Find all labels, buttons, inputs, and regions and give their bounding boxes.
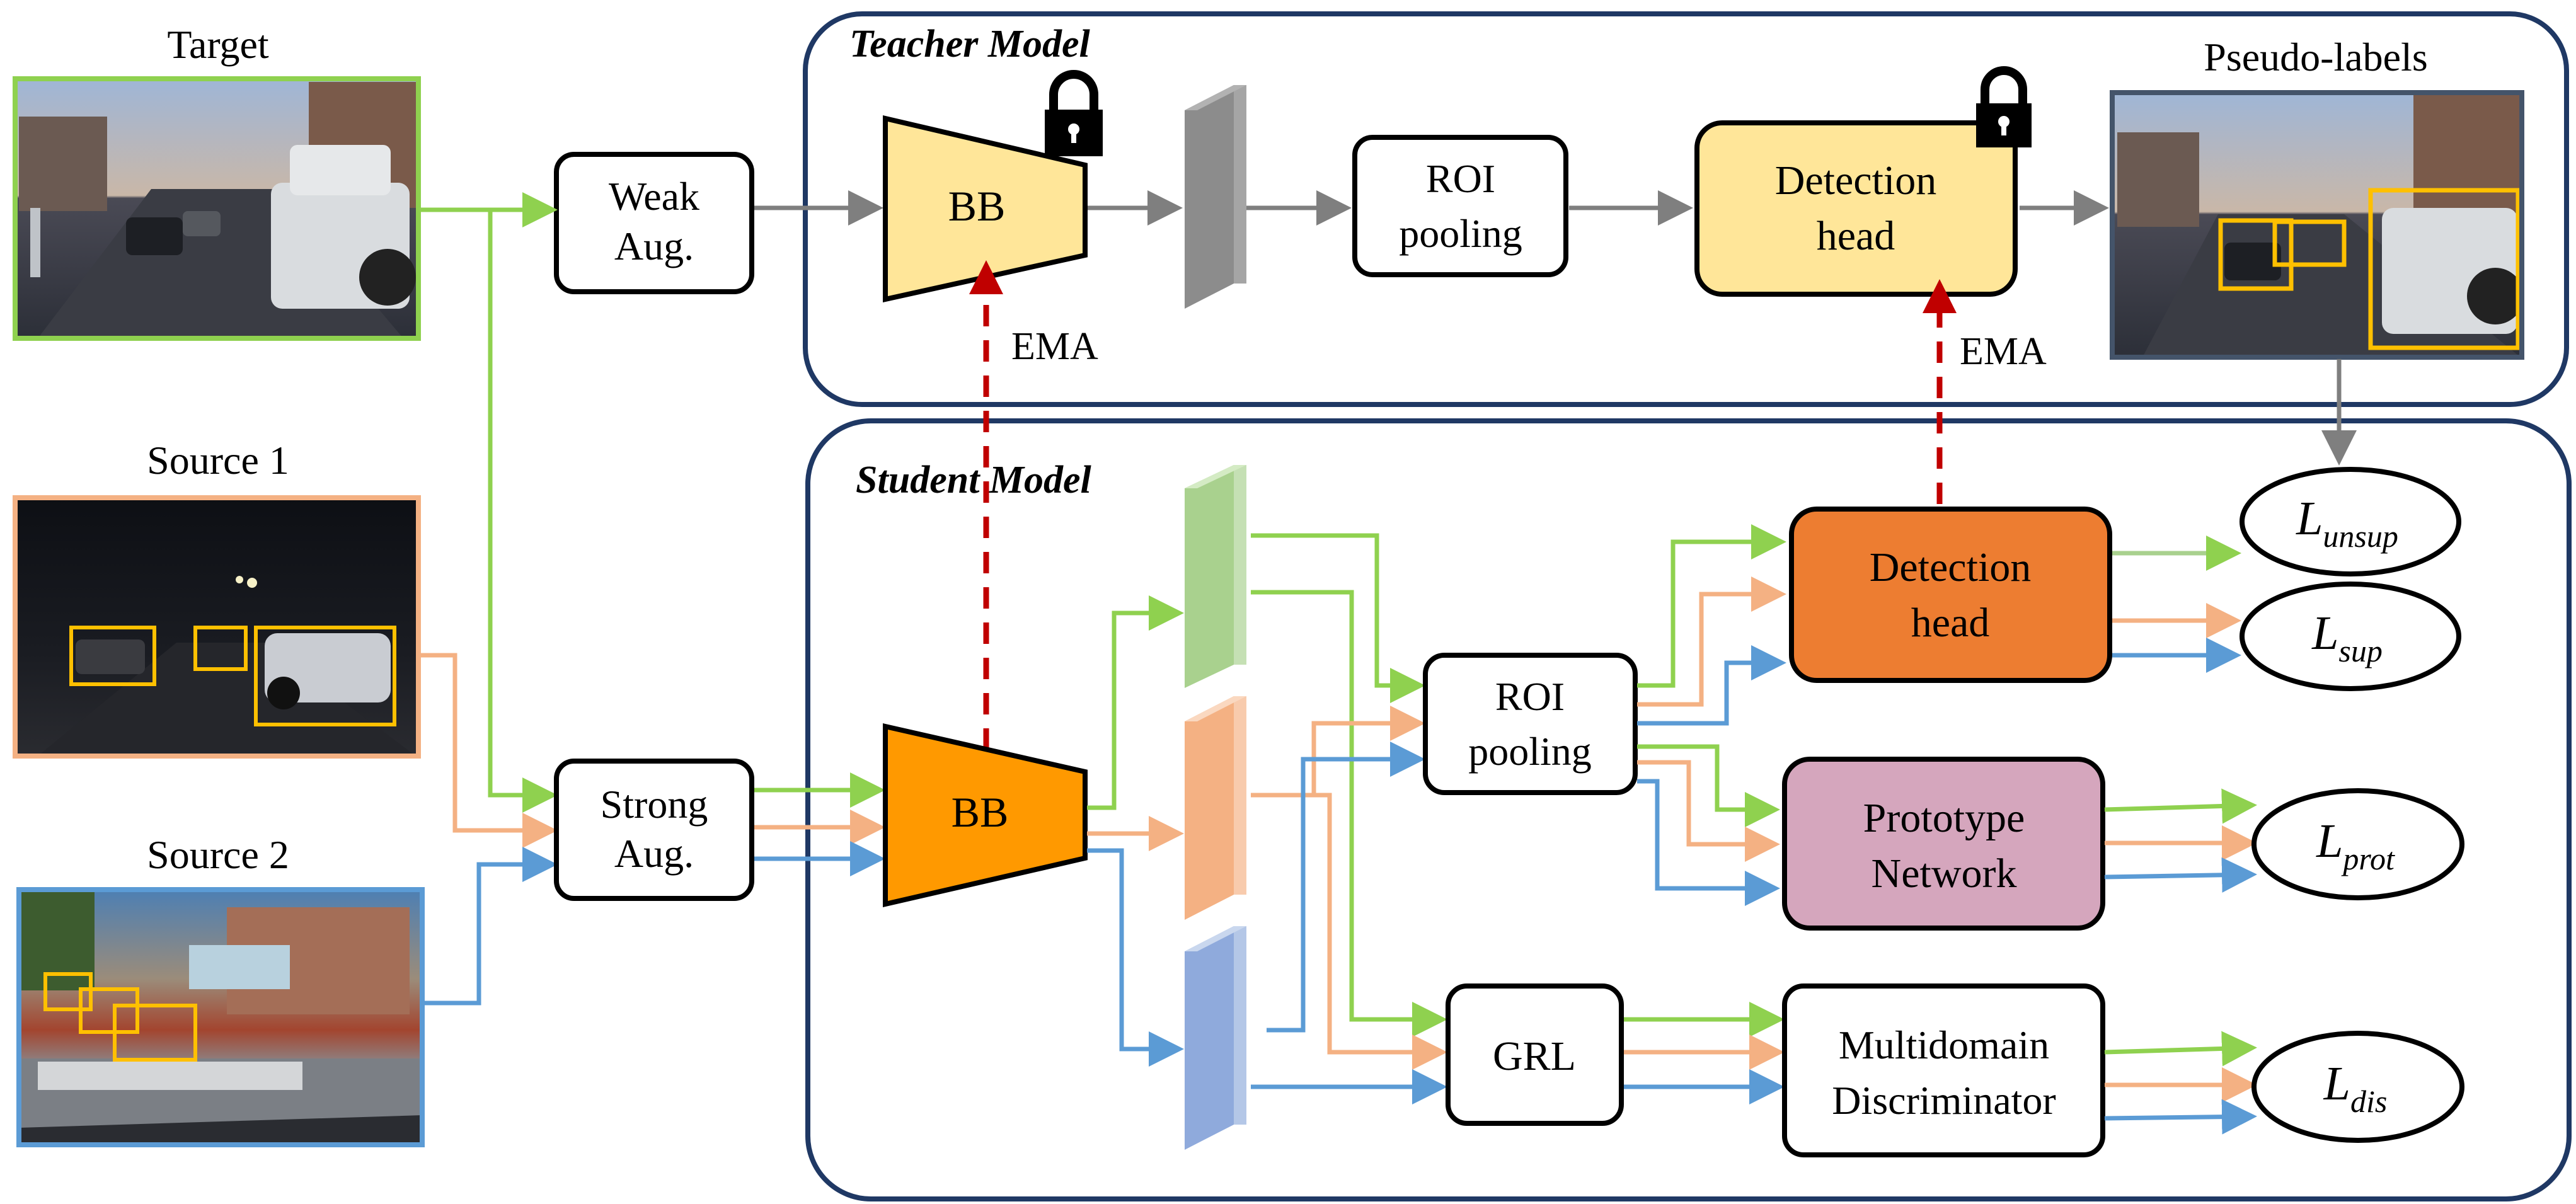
prototype-network-line2: Network: [1872, 851, 2017, 897]
lock-icon: [1045, 70, 1103, 156]
loss-dis: Ldis: [2323, 1057, 2388, 1119]
target-image: [13, 76, 421, 341]
lock-icon: [1976, 66, 2032, 147]
grl-box: [1446, 983, 1624, 1126]
source1-image: [13, 495, 421, 759]
target-label: Target: [167, 22, 269, 67]
loss-sup: Lsup: [2311, 607, 2383, 668]
student-backbone: [883, 723, 1088, 908]
input-flow-arrows: [418, 192, 558, 1006]
discriminator-line1: Multidomain: [1839, 1023, 2049, 1067]
teacher-flow-arrows: [754, 190, 2357, 466]
loss-unsup: Lunsup: [2296, 492, 2398, 554]
student-roi-pooling-line2: pooling: [1468, 729, 1592, 774]
loss-dis-ellipse: [2251, 1031, 2464, 1143]
ema-arrows: [969, 260, 1957, 750]
teacher-backbone-label: BB: [948, 182, 1006, 230]
weak-aug-line2: Aug.: [614, 224, 694, 268]
student-feature-map-source2: [1185, 926, 1246, 1150]
student-panel-title: Student Model: [856, 459, 1092, 502]
student-detection-head: [1789, 507, 2112, 683]
source2-label: Source 2: [147, 832, 289, 877]
strong-aug-line2: Aug.: [614, 831, 694, 876]
student-roi-pooling-line1: ROI: [1495, 674, 1565, 719]
teacher-roi-pooling-box: [1352, 135, 1568, 277]
student-feature-map-source1: [1185, 696, 1246, 920]
student-roi-pooling-box: [1423, 653, 1638, 795]
aug-to-backbone-arrows: [754, 772, 885, 876]
weak-aug-line1: Weak: [609, 174, 699, 219]
loss-unsup-ellipse: [2240, 467, 2461, 576]
loss-sup-ellipse: [2240, 582, 2461, 691]
prototype-network-line1: Prototype: [1863, 795, 2025, 841]
pseudo-labels-label: Pseudo-labels: [2204, 35, 2428, 79]
source2-image: [16, 887, 425, 1147]
loss-prot: Lprot: [2316, 815, 2395, 876]
source1-label: Source 1: [147, 438, 289, 483]
student-backbone-label: BB: [952, 788, 1009, 836]
teacher-roi-pooling-line1: ROI: [1426, 156, 1495, 201]
student-feature-map-target: [1185, 465, 1246, 688]
teacher-panel-title: Teacher Model: [849, 23, 1090, 66]
loss-prot-ellipse: [2251, 788, 2464, 900]
strong-aug-box: [554, 759, 754, 901]
grl-to-discriminator-arrows: [1624, 1002, 1785, 1104]
pseudo-labels-image: [2110, 90, 2524, 360]
discriminator-line2: Discriminator: [1832, 1078, 2056, 1123]
student-detection-head-line1: Detection: [1870, 544, 2032, 590]
teacher-feature-map: [1185, 85, 1246, 309]
backbone-to-features-arrows: [1087, 595, 1184, 1067]
strong-aug-line1: Strong: [601, 782, 708, 827]
teacher-detection-head-line1: Detection: [1775, 158, 1937, 204]
teacher-detection-head: [1694, 120, 2018, 297]
features-to-roi-grl-arrows: [1251, 533, 1447, 1104]
student-detection-head-line2: head: [1911, 600, 1990, 646]
ema-label-backbone: EMA: [1011, 325, 1098, 368]
prototype-network: [1782, 757, 2105, 931]
multidomain-discriminator: [1782, 983, 2105, 1157]
teacher-roi-pooling-line2: pooling: [1399, 211, 1522, 256]
student-panel: [805, 418, 2572, 1201]
teacher-detection-head-line2: head: [1817, 213, 1895, 259]
ema-label-head: EMA: [1960, 330, 2047, 373]
grl-label: GRL: [1493, 1033, 1576, 1079]
heads-to-losses-arrows: [2104, 536, 2257, 1135]
teacher-backbone: [883, 115, 1088, 302]
roi-to-heads-arrows: [1637, 524, 1786, 906]
